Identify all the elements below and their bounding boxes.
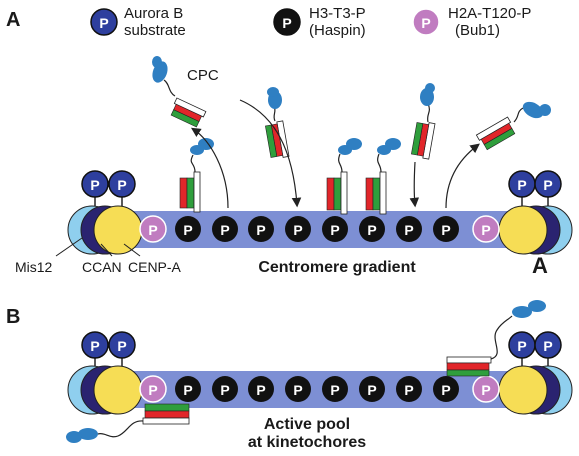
- h2a-symbol-letter: P: [421, 15, 430, 31]
- aurora-b-symbol-letter: P: [99, 15, 108, 31]
- cenpa-disc: [93, 205, 143, 255]
- left-kinetochore-a: [67, 196, 143, 255]
- svg-text:P: P: [183, 222, 192, 238]
- svg-text:P: P: [517, 338, 526, 354]
- panel-b-title-2: at kinetochores: [248, 434, 366, 451]
- svg-text:P: P: [517, 177, 526, 193]
- svg-text:P: P: [117, 177, 126, 193]
- svg-text:P: P: [220, 222, 229, 238]
- bound-cpc-a: [179, 138, 401, 215]
- mis12-label: Mis12: [15, 259, 53, 275]
- svg-text:P: P: [543, 338, 552, 354]
- svg-text:P: P: [543, 177, 552, 193]
- svg-text:P: P: [481, 382, 490, 398]
- right-kinetochore-a: [498, 196, 573, 255]
- kinetochore-cpc-b: [66, 300, 546, 443]
- svg-text:P: P: [148, 222, 157, 238]
- svg-text:P: P: [183, 382, 192, 398]
- svg-text:P: P: [367, 222, 376, 238]
- h3t3-symbol: [273, 8, 301, 36]
- chromatin-phospho-row-a: P P P P P P P P P P: [139, 215, 500, 243]
- svg-text:P: P: [330, 222, 339, 238]
- aurora-b-label-2: substrate: [124, 22, 186, 39]
- chromatin-phospho-row-b: P P P P P P P P P P: [139, 375, 500, 403]
- panel-b-letter: B: [6, 306, 20, 328]
- h3t3-label-2: (Haspin): [309, 22, 366, 39]
- h3t3-symbol-letter: P: [282, 15, 291, 31]
- right-kinetochore-b: [498, 357, 573, 415]
- cenpa-label: CENP-A: [128, 259, 182, 275]
- svg-text:P: P: [367, 382, 376, 398]
- legend-h3t3: P H3-T3-P (Haspin): [273, 5, 366, 39]
- panel-b-title-1: Active pool: [264, 416, 350, 433]
- ccan-label: CCAN: [82, 259, 122, 275]
- svg-text:P: P: [293, 222, 302, 238]
- left-kinetochore-b: [67, 357, 143, 415]
- legend-aurora-b: P Aurora B substrate: [90, 5, 186, 39]
- svg-text:P: P: [330, 382, 339, 398]
- svg-text:P: P: [404, 222, 413, 238]
- svg-text:P: P: [481, 222, 490, 238]
- svg-text:P: P: [117, 338, 126, 354]
- svg-text:P: P: [256, 382, 265, 398]
- svg-text:P: P: [90, 338, 99, 354]
- aurora-b-phospho-a: P P P P: [81, 170, 562, 198]
- legend-h2a: P H2A-T120-P (Bub1): [412, 5, 531, 39]
- cpc-label: CPC: [187, 67, 219, 84]
- legend: P Aurora B substrate P H3-T3-P (Haspin) …: [90, 5, 531, 39]
- svg-text:P: P: [220, 382, 229, 398]
- free-cpc-a: [152, 56, 551, 160]
- h2a-label-1: H2A-T120-P: [448, 5, 531, 22]
- panel-a-title: Centromere gradient: [258, 259, 416, 276]
- h3t3-label-1: H3-T3-P: [309, 5, 366, 22]
- svg-text:P: P: [293, 382, 302, 398]
- svg-text:P: P: [441, 382, 450, 398]
- svg-text:P: P: [404, 382, 413, 398]
- panel-a-letter: A: [6, 9, 20, 31]
- svg-text:P: P: [441, 222, 450, 238]
- arrows-a: [190, 99, 480, 209]
- svg-text:P: P: [148, 382, 157, 398]
- svg-text:P: P: [256, 222, 265, 238]
- aurora-b-label-1: Aurora B: [124, 5, 183, 22]
- aurora-b-symbol: [90, 8, 118, 36]
- h2a-symbol: [412, 8, 440, 36]
- panel-a-corner-letter: A: [532, 253, 548, 278]
- aurora-b-phospho-b: P P P P: [81, 331, 562, 359]
- h2a-label-2: (Bub1): [455, 22, 500, 39]
- svg-text:P: P: [90, 177, 99, 193]
